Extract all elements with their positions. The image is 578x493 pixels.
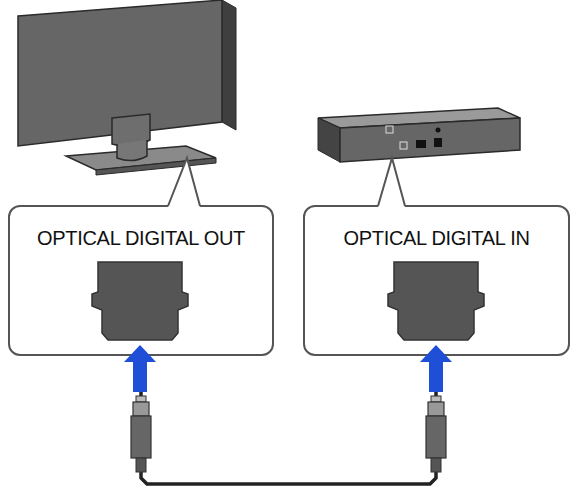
optical-plug [131, 396, 151, 472]
tv-illustration [18, 0, 236, 175]
callout-box: OPTICAL DIGITAL OUT [8, 205, 274, 356]
port-label: OPTICAL DIGITAL OUT [10, 227, 272, 250]
optical-cable [141, 356, 436, 484]
port-label: OPTICAL DIGITAL IN [305, 227, 568, 250]
soundbar-illustration [318, 108, 520, 162]
optical-plug [426, 396, 446, 472]
leader-line [378, 158, 405, 206]
callout-box: OPTICAL DIGITAL IN [303, 205, 570, 356]
leader-line [168, 158, 200, 206]
